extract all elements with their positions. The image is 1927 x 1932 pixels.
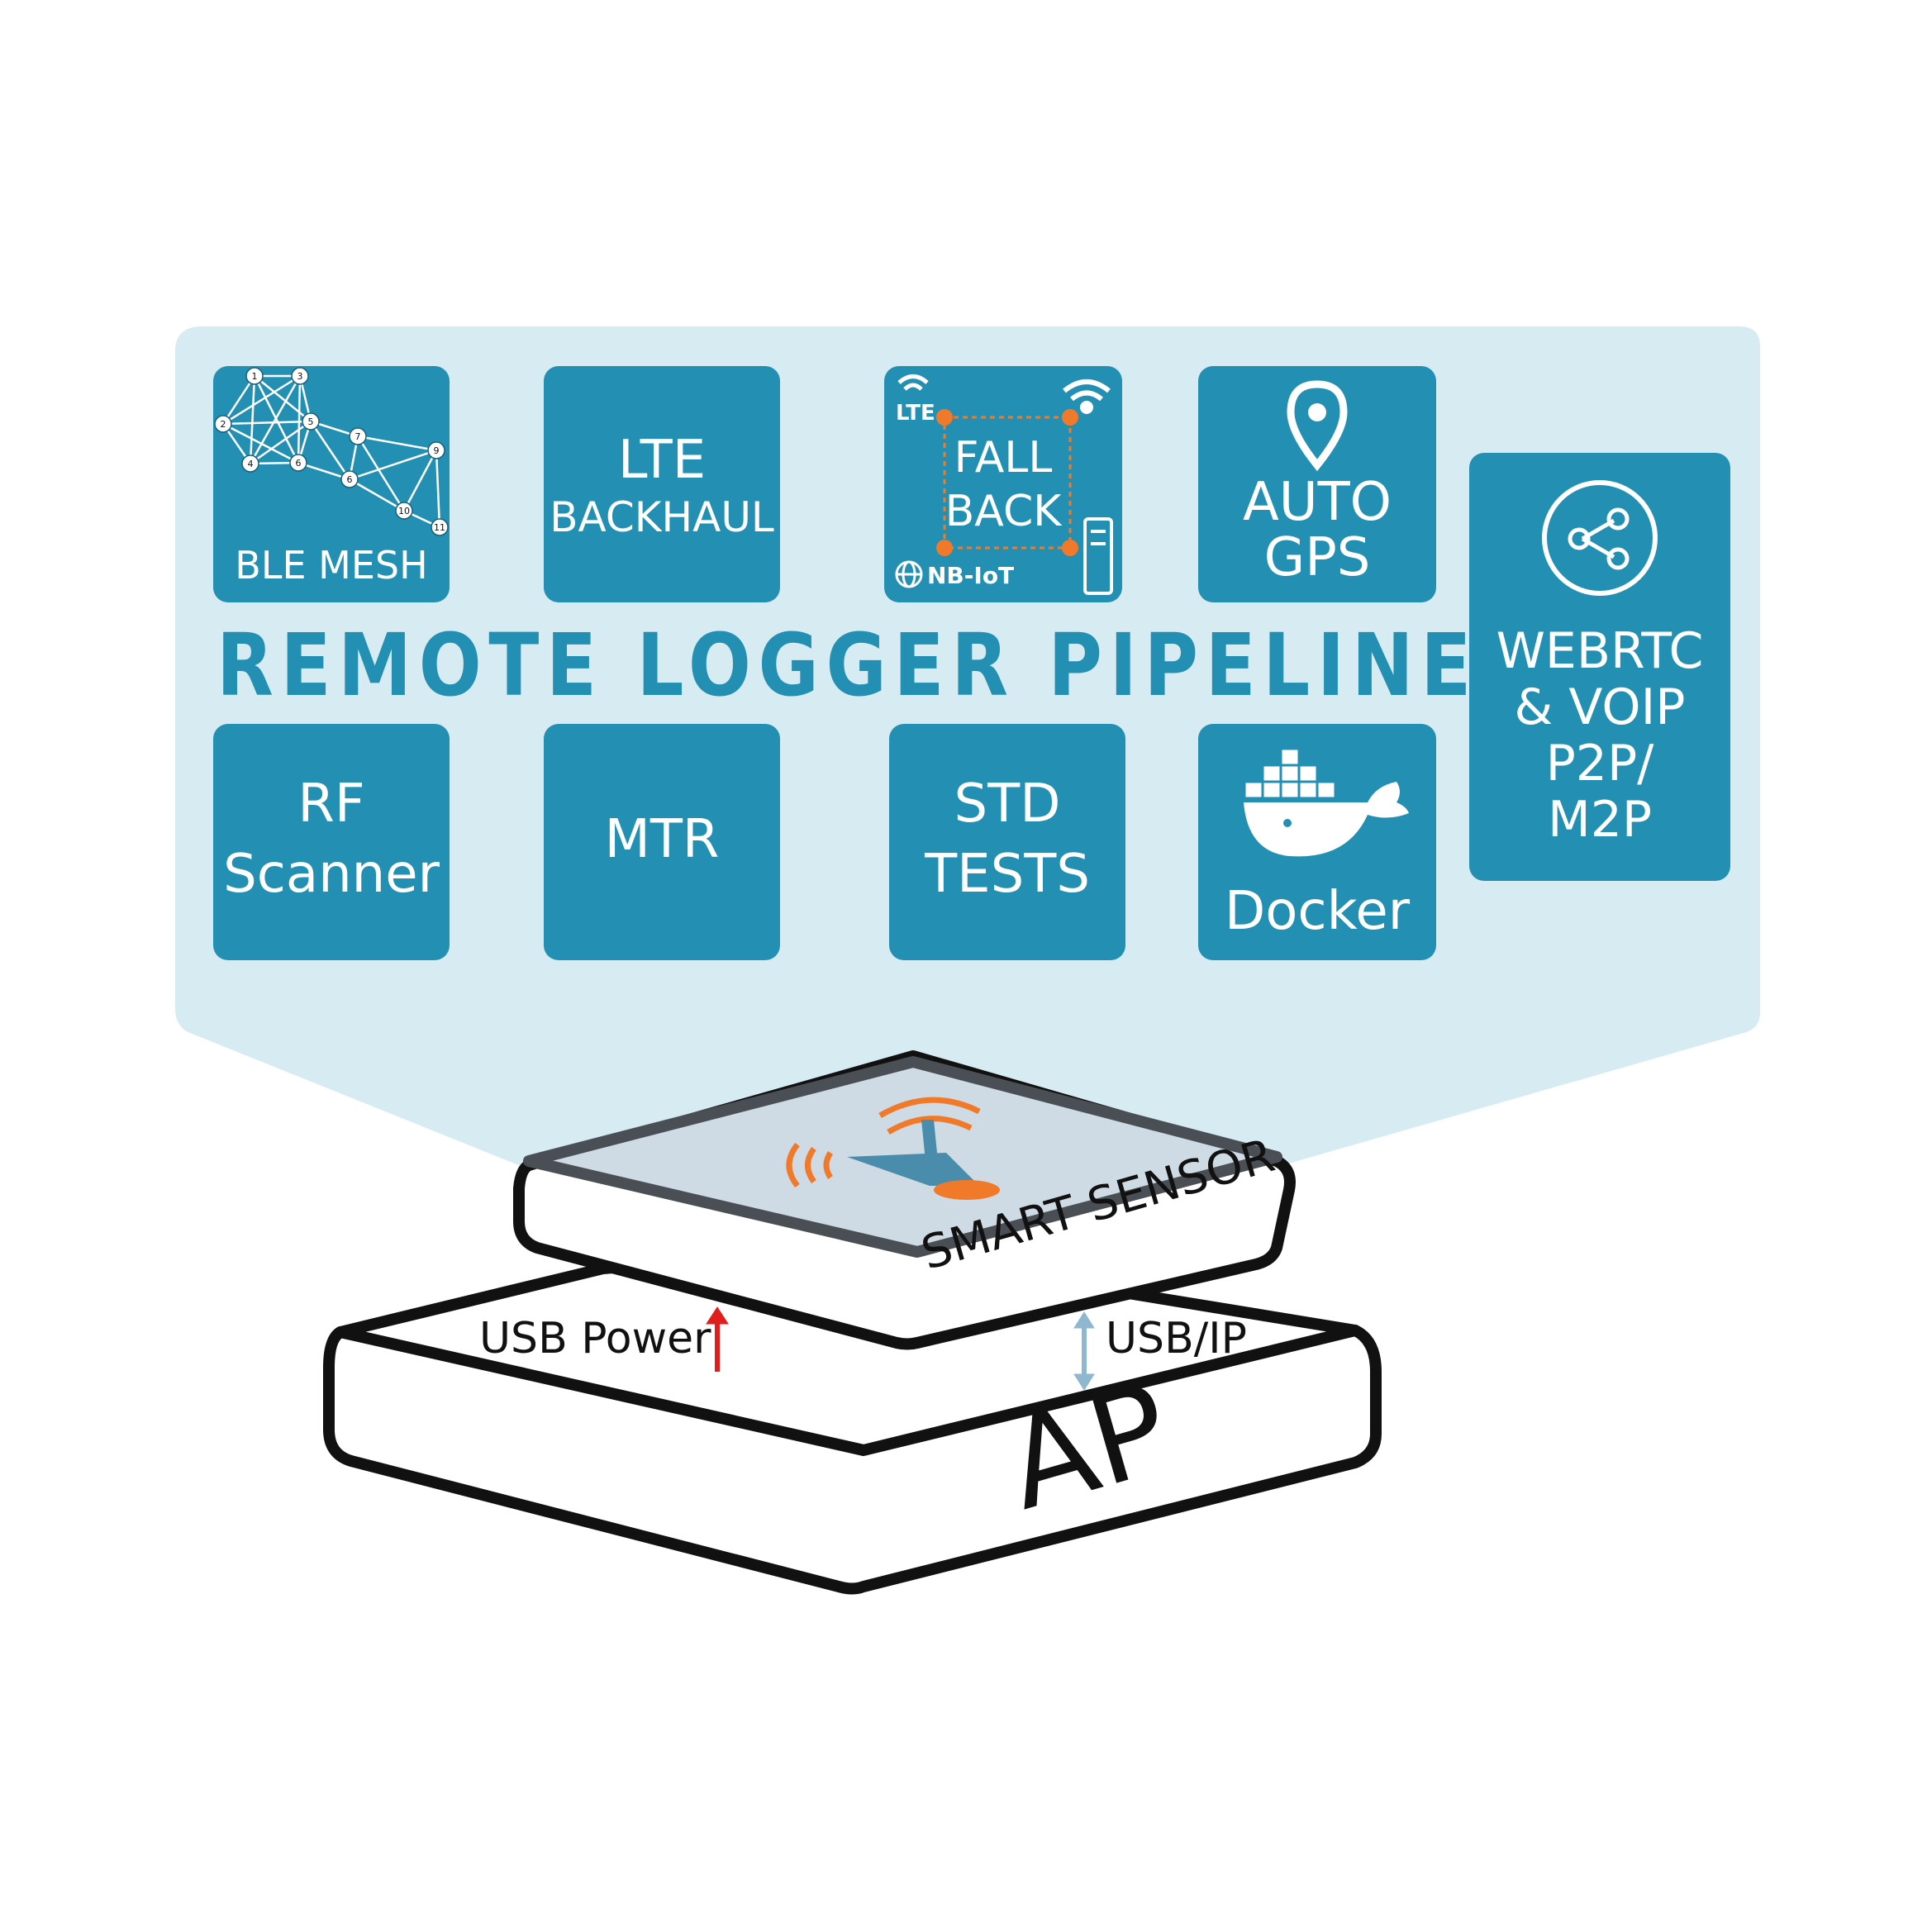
tests-label: TESTS — [925, 844, 1090, 905]
ble-mesh-label: BLE MESH — [235, 543, 428, 588]
usb-ip-label: USB/IP — [1106, 1314, 1247, 1363]
tile-docker: Docker — [1198, 724, 1436, 960]
mesh-node-label: 4 — [248, 459, 254, 469]
std-label: STD — [954, 773, 1061, 835]
location-pin-icon — [1287, 380, 1348, 472]
mesh-node-label: 6 — [347, 474, 353, 485]
backhaul-label: BACKHAUL — [550, 493, 774, 541]
gps-label: GPS — [1263, 527, 1371, 588]
lte-tag: LTE — [896, 401, 935, 426]
p2p-label: P2P/ — [1545, 735, 1654, 792]
usb-power-label: USB Power — [479, 1314, 711, 1363]
pipeline-title: REMOTE LOGGER PIPELINE — [216, 615, 1478, 716]
mesh-node-label: 5 — [308, 416, 314, 427]
mesh-network-icon: 1 2 3 4 5 6 6 7 9 10 11 — [214, 367, 449, 536]
mesh-node-label: 2 — [221, 419, 226, 430]
m2p-label: M2P — [1547, 791, 1653, 849]
usb-power-arrow — [706, 1306, 729, 1372]
mesh-node-label: 1 — [252, 371, 258, 382]
tile-auto-gps: AUTO GPS — [1198, 366, 1436, 602]
docker-whale-icon — [1243, 747, 1409, 857]
sensor-logo-icon — [786, 1097, 1000, 1200]
usb-ip-arrow — [1073, 1311, 1095, 1391]
auto-label: AUTO — [1242, 472, 1392, 533]
ethernet-icon — [1083, 517, 1113, 595]
lte-label: LTE — [617, 430, 707, 491]
nbiot-tag: NB-IoT — [927, 562, 1015, 589]
globe-icon — [895, 560, 923, 588]
fallback-diagram-icon — [895, 374, 1113, 595]
scanner-label: Scanner — [223, 844, 440, 905]
tile-rf-scanner: RF Scanner — [213, 724, 450, 960]
tile-mtr: MTR — [544, 724, 780, 960]
tile-std-tests: STD TESTS — [889, 724, 1125, 960]
mtr-label: MTR — [604, 809, 720, 870]
fall-label: FALL — [954, 433, 1053, 483]
tile-ble-mesh: 1 2 3 4 5 6 6 7 9 10 11 BLE MESH — [213, 366, 450, 602]
mesh-node-label: 11 — [434, 522, 445, 533]
wifi-icon — [1063, 379, 1111, 414]
webrtc-label: WEBRTC — [1496, 622, 1704, 680]
mesh-node-label: 7 — [355, 431, 361, 442]
voip-label: & VOIP — [1514, 678, 1686, 736]
tile-fallback: LTE NB-IoT FALL BACK — [884, 366, 1122, 602]
tile-webrtc: WEBRTC & VOIP P2P/ M2P — [1469, 453, 1730, 881]
lte-signal-icon — [897, 374, 929, 391]
share-icon — [1542, 480, 1658, 596]
mesh-node-label: 10 — [398, 506, 410, 516]
tile-lte-backhaul: LTE BACKHAUL — [544, 366, 780, 602]
mesh-node-label: 9 — [434, 445, 440, 456]
mesh-node-label: 6 — [296, 458, 302, 469]
mesh-node-label: 3 — [297, 371, 303, 382]
docker-label: Docker — [1224, 881, 1411, 942]
back-label: BACK — [944, 487, 1062, 536]
rf-label: RF — [297, 773, 365, 835]
